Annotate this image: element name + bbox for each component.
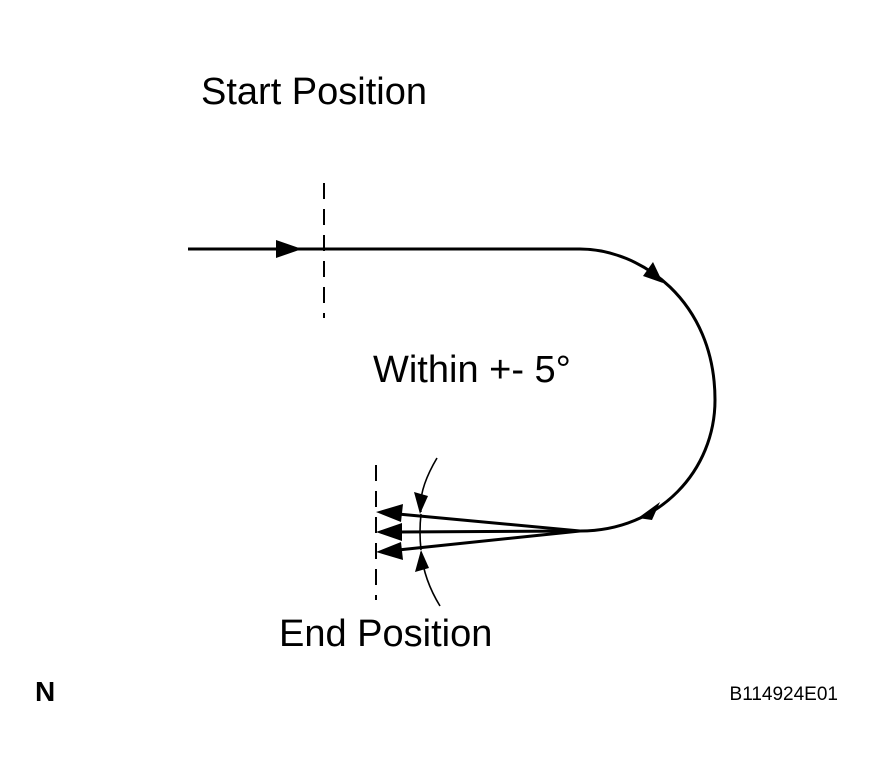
figure-code: B114924E01 — [730, 684, 838, 705]
start-position-label: Start Position — [201, 71, 427, 113]
end-position-label: End Position — [279, 613, 492, 655]
tolerance-label: Within +- 5° — [373, 349, 571, 391]
direction-arrow-curve-lower — [638, 502, 660, 520]
angle-indicator — [414, 457, 441, 607]
direction-arrow-start — [276, 240, 302, 258]
direction-arrow-curve-upper — [643, 262, 663, 283]
north-indicator: N — [35, 676, 55, 707]
end-arrow-fan — [376, 504, 581, 560]
